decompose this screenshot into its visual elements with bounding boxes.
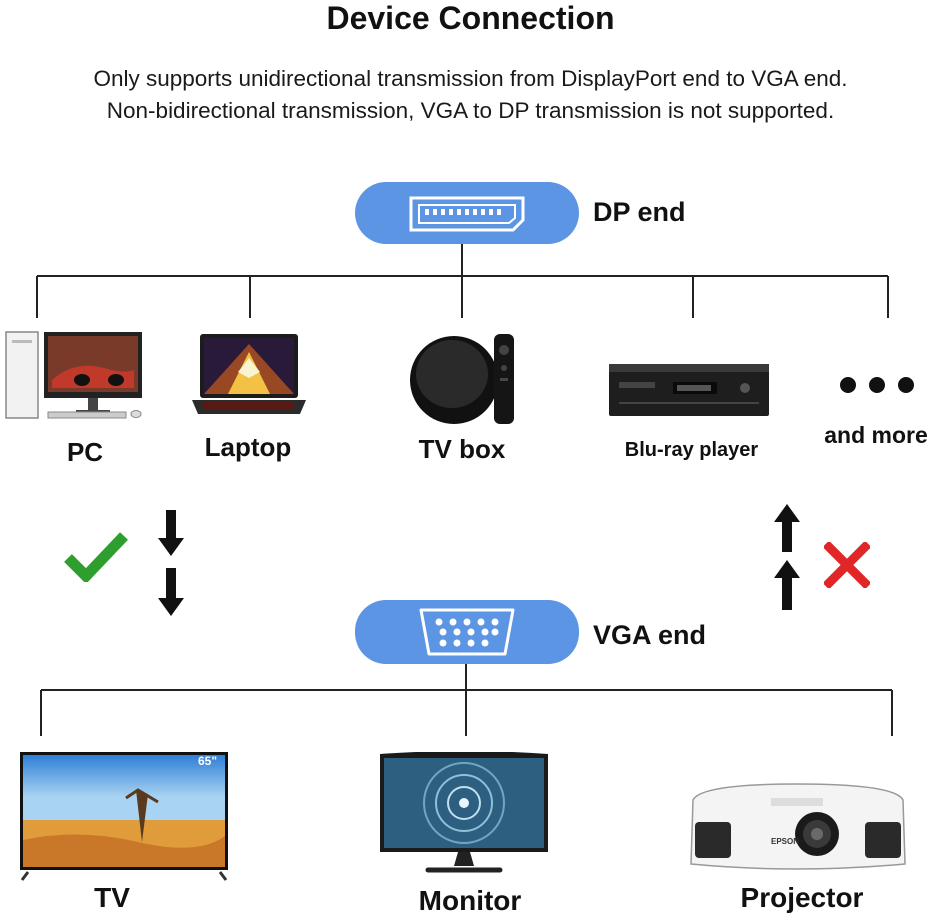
page-title: Device Connection [326,0,615,36]
source-label-bluray-player: Blu-ray player [624,439,759,461]
laptop-icon [190,332,308,420]
projector-brand: EPSON [771,837,800,846]
vga-end-connector [355,600,579,664]
tv-icon: 65" [18,750,230,882]
monitor-icon [378,751,550,878]
cross-icon [822,540,872,590]
tv-box-icon [408,328,532,426]
up-arrow-icon [773,502,801,612]
bluray-player-icon [607,362,771,418]
dp-end-label: DP end [593,197,686,227]
vga-connector-icon [419,608,515,656]
note-line-2: Non-bidirectional transmission, VGA to D… [106,98,835,123]
more-dots-icon [836,373,918,397]
source-label-and-more: and more [824,422,928,448]
source-label-pc: PC [66,437,104,467]
dp-end-connector [355,182,579,244]
vga-end-label: VGA end [593,620,707,650]
check-icon [64,530,128,584]
tv-size-badge: 65" [198,754,218,768]
note-line-1: Only supports unidirectional transmissio… [93,66,848,91]
projector-icon: EPSON [687,778,909,876]
desktop-pc-icon [4,330,144,420]
down-arrow-icon [157,508,185,618]
display-label-projector: Projector [740,882,864,913]
displayport-connector-icon [409,196,525,232]
source-label-tv-box: TV box [418,434,506,464]
display-label-monitor: Monitor [418,885,522,916]
display-label-tv: TV [94,882,130,913]
source-label-laptop: Laptop [204,432,292,462]
